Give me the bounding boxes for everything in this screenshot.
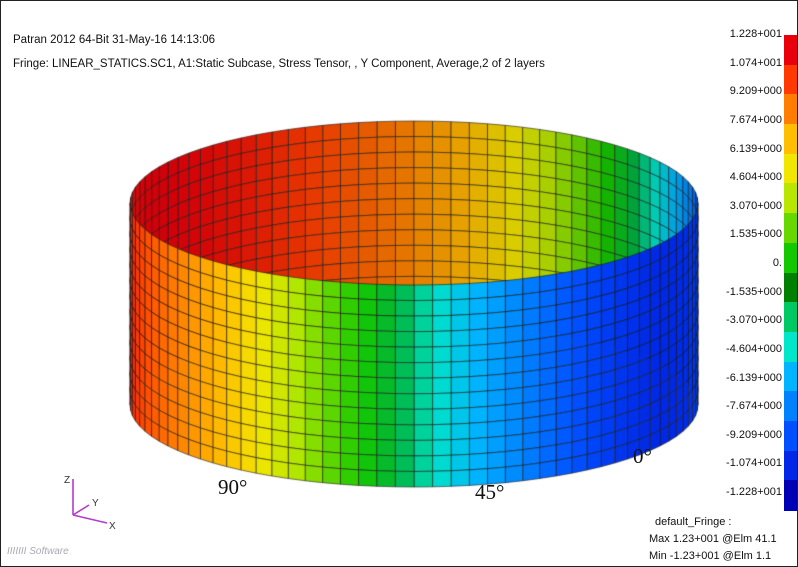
color-band (784, 272, 797, 303)
color-band (784, 94, 797, 125)
legend-tick-label: -1.074+001 (726, 457, 782, 470)
fringe-color-bar (784, 35, 797, 511)
legend-tick-label: 4.604+000 (729, 171, 782, 184)
angle-label-0: 0° (633, 444, 652, 468)
legend-tick-label: 7.674+000 (729, 113, 782, 126)
watermark-logo: IIIIIII Software (7, 546, 69, 557)
fringe-name: default_Fringe : (655, 516, 732, 528)
legend-tick-label: -3.070+000 (726, 314, 782, 327)
y-axis-label: Y (92, 498, 99, 509)
legend-tick-label: 1.228+001 (729, 28, 782, 40)
max-value: Max 1.23+001 @Elm 41.1 (649, 533, 777, 545)
legend-tick-label: -1.228+001 (726, 486, 782, 498)
legend-tick-label: -6.139+000 (726, 371, 782, 384)
legend-tick-label: 1.074+001 (729, 56, 782, 69)
legend-tick-label: 1.535+000 (729, 228, 782, 241)
color-band (784, 242, 797, 274)
color-band (784, 450, 797, 481)
color-band (784, 420, 797, 452)
min-value: Min -1.23+001 @Elm 1.1 (649, 550, 772, 562)
color-band (784, 153, 797, 185)
legend-tick-label: 9.209+000 (729, 85, 782, 98)
legend-tick-label: 0. (772, 257, 782, 269)
color-band (784, 64, 797, 95)
color-band (784, 480, 797, 511)
color-band (784, 183, 797, 214)
color-band (784, 391, 797, 422)
z-axis-label: Z (64, 475, 70, 486)
color-band (784, 302, 797, 333)
color-band (784, 35, 797, 66)
color-band (784, 213, 797, 244)
color-band (784, 124, 797, 155)
color-band (784, 361, 797, 392)
axis-triad: Z Y X (64, 475, 116, 532)
angle-label-90: 90° (218, 475, 248, 499)
angle-label-45: 45° (475, 480, 505, 504)
legend-tick-label: 3.070+000 (729, 199, 782, 212)
legend-tick-label: -4.604+000 (726, 342, 782, 355)
y-axis-line (72, 504, 90, 516)
x-axis-label: X (109, 521, 116, 532)
title-line: Patran 2012 64-Bit 31-May-16 14:13:06 (13, 34, 216, 46)
fringe-description: Fringe: LINEAR_STATICS.SC1, A1:Static Su… (13, 58, 545, 70)
legend-tick-label: -9.209+000 (726, 428, 782, 441)
color-band (784, 331, 797, 363)
x-axis-line (72, 514, 108, 524)
legend-tick-label: -7.674+000 (726, 400, 782, 413)
legend-tick-label: 6.139+000 (729, 142, 782, 155)
legend-tick-label: -1.535+000 (726, 285, 782, 298)
